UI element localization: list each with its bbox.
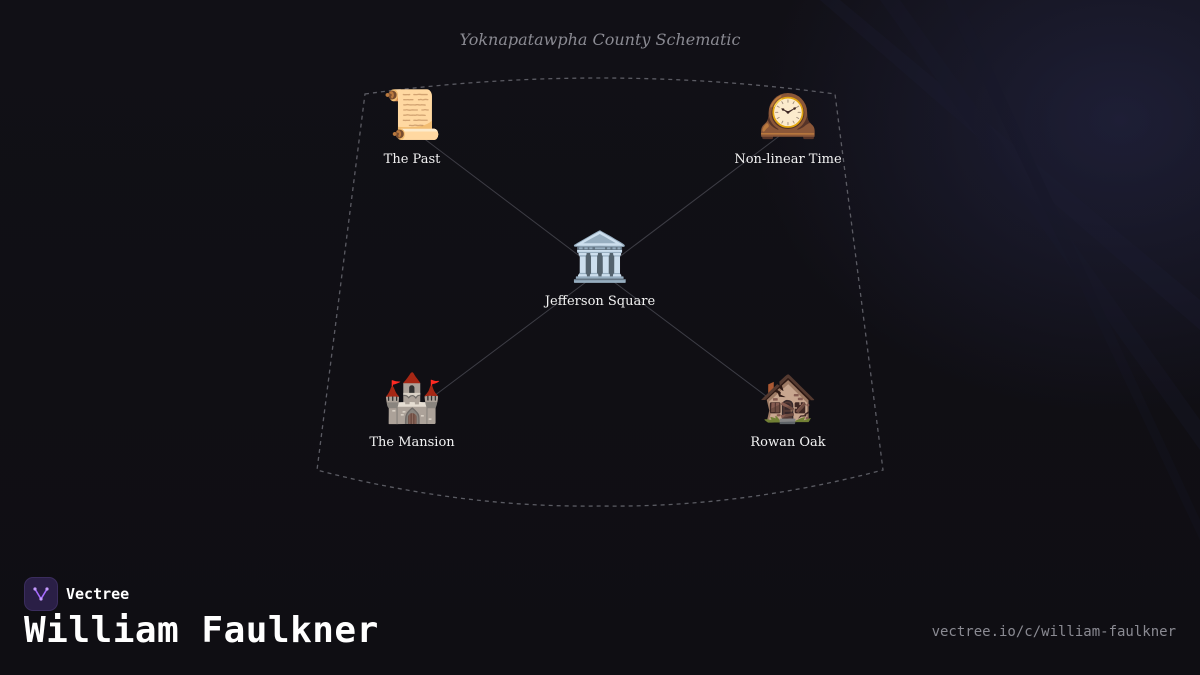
scroll-icon: 📜 [382, 87, 442, 143]
edge-center-time [599, 129, 789, 272]
node-jefferson-square[interactable]: 🏛️ Jefferson Square [520, 228, 680, 309]
page-title: William Faulkner [24, 610, 379, 651]
node-label: Rowan Oak [750, 435, 826, 450]
castle-icon: 🏰 [382, 370, 442, 426]
mantelpiece-clock-icon: 🕰️ [758, 87, 818, 143]
vectree-logo-icon [24, 577, 58, 611]
brand[interactable]: Vectree [24, 577, 129, 611]
node-label: Non-linear Time [734, 152, 842, 167]
edge-center-mansion [411, 271, 601, 413]
schematic-title: Yoknapatawpha County Schematic [459, 30, 741, 49]
node-the-past[interactable]: 📜 The Past [332, 86, 492, 167]
edge-center-rowan [599, 271, 789, 413]
derelict-house-icon: 🏚️ [758, 370, 818, 426]
classical-building-icon: 🏛️ [570, 229, 630, 285]
edge-center-past [411, 129, 601, 272]
page-url[interactable]: vectree.io/c/william-faulkner [931, 624, 1176, 640]
node-non-linear-time[interactable]: 🕰️ Non-linear Time [708, 86, 868, 167]
node-rowan-oak[interactable]: 🏚️ Rowan Oak [708, 369, 868, 450]
edge-layer [411, 129, 789, 413]
node-label: The Past [383, 152, 441, 167]
county-boundary [316, 77, 884, 507]
node-the-mansion[interactable]: 🏰 The Mansion [332, 369, 492, 450]
node-label: The Mansion [369, 435, 455, 450]
node-label: Jefferson Square [544, 294, 656, 309]
brand-name: Vectree [66, 585, 130, 603]
